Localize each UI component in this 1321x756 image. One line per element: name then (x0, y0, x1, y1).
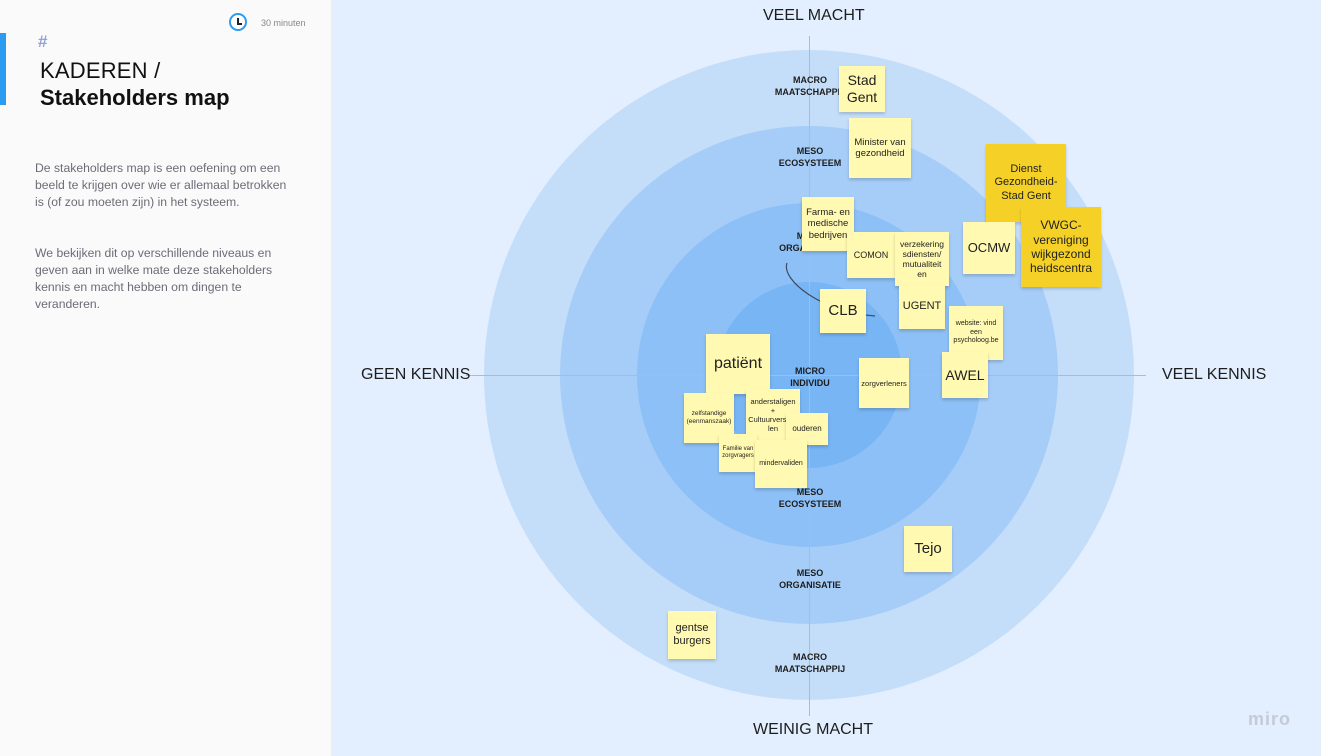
description-paragraph-2: We bekijken dit op verschillende niveaus… (35, 246, 273, 311)
sticky-note[interactable]: Minister van gezondheid (849, 118, 911, 178)
sticky-note[interactable]: CLB (820, 289, 866, 333)
frame-title-line1: KADEREN / (40, 58, 161, 83)
sticky-note[interactable]: zorgverleners (859, 358, 909, 408)
sticky-note[interactable]: UGENT (899, 285, 945, 329)
sticky-note[interactable]: AWEL (942, 352, 988, 398)
sticky-note[interactable]: Familie van zorgvragers (719, 434, 757, 472)
sticky-note[interactable]: ouderen (786, 413, 828, 445)
sticky-note[interactable]: mindervaliden (755, 440, 807, 488)
sticky-note[interactable]: Stad Gent (839, 66, 885, 112)
sticky-note[interactable]: website: vind een psycholoog.be (949, 306, 1003, 360)
sticky-note[interactable]: VWGC- vereniging wijkgezond heidscentra (1021, 207, 1101, 287)
timer-label: 30 minuten (261, 18, 306, 28)
axis-label-bottom: WEINIG MACHT (753, 721, 873, 738)
sticky-note[interactable]: Tejo (904, 526, 952, 572)
axis-label-right: VEEL KENNIS (1162, 366, 1267, 383)
horizontal-axis (466, 375, 1146, 376)
sticky-note[interactable]: Farma- en medische bedrijven (802, 197, 854, 251)
sticky-note[interactable]: OCMW (963, 222, 1015, 274)
description-paragraph-1: De stakeholders map is een oefening om e… (35, 161, 287, 209)
frame-title-line2: Stakeholders map (40, 85, 230, 110)
board-canvas[interactable]: VEEL MACHT WEINIG MACHT GEEN KENNIS VEEL… (331, 0, 1321, 756)
miro-logo: miro (1248, 709, 1292, 729)
clock-icon[interactable] (229, 13, 247, 31)
accent-bar (0, 33, 6, 105)
vertical-axis (809, 36, 810, 716)
sticky-note[interactable]: patiënt (706, 334, 770, 394)
sidebar-panel: # KADEREN / Stakeholders map 30 minuten … (0, 0, 332, 756)
sticky-note[interactable]: verzekering sdiensten/ mutualiteit en (895, 232, 949, 286)
axis-label-left: GEEN KENNIS (361, 366, 471, 383)
axis-label-top: VEEL MACHT (763, 7, 865, 24)
hash-icon: # (38, 32, 48, 51)
sticky-note[interactable]: COMON (847, 232, 895, 278)
sticky-note[interactable]: gentse burgers (668, 611, 716, 659)
